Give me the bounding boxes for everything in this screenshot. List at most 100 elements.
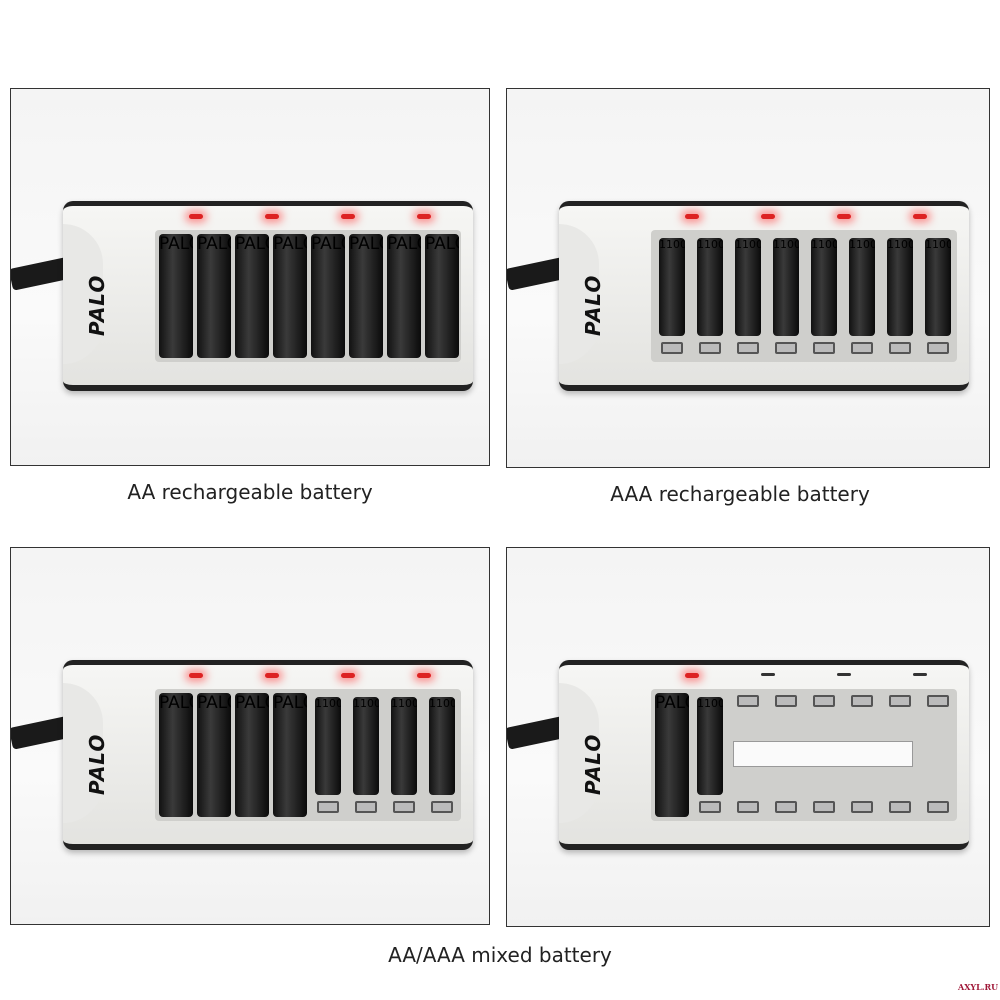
charge-led bbox=[913, 673, 927, 676]
aaa-battery: 1100mAh bbox=[735, 238, 761, 336]
contact bbox=[851, 342, 873, 354]
aa-battery: PALO bbox=[197, 693, 231, 817]
contact bbox=[889, 801, 911, 813]
contact bbox=[737, 695, 759, 707]
battery-charger: PALOPALOPALOPALOPALO1100mAh1100mAh1100mA… bbox=[63, 660, 473, 850]
battery-label: PALO bbox=[235, 693, 269, 713]
charge-led bbox=[837, 673, 851, 676]
contact bbox=[889, 695, 911, 707]
aa-battery: PALO bbox=[655, 693, 689, 817]
aa-battery: PALO bbox=[311, 234, 345, 358]
battery-label: PALO bbox=[159, 234, 193, 254]
aa-battery: PALO bbox=[273, 693, 307, 817]
aaa-battery: 1100mAh bbox=[773, 238, 799, 336]
battery-label: 1100mAh bbox=[429, 697, 455, 710]
panel-single: PALO PALO 1100mAh bbox=[506, 547, 990, 927]
charge-led bbox=[265, 214, 279, 219]
contact bbox=[927, 801, 949, 813]
battery-label: PALO bbox=[349, 234, 383, 254]
battery-label: 1100mAh bbox=[697, 697, 723, 710]
contact bbox=[813, 801, 835, 813]
aa-battery: PALO bbox=[425, 234, 459, 358]
charger-grip bbox=[63, 683, 103, 823]
aa-battery: PALO bbox=[387, 234, 421, 358]
aaa-battery: 1100mAh bbox=[925, 238, 951, 336]
battery-label: PALO bbox=[273, 693, 307, 713]
charge-led bbox=[685, 214, 699, 219]
contact bbox=[889, 342, 911, 354]
charge-led bbox=[189, 214, 203, 219]
battery-label: 1100mAh bbox=[315, 697, 341, 710]
battery-label: PALO bbox=[273, 234, 307, 254]
charge-led bbox=[189, 673, 203, 678]
contact bbox=[661, 342, 683, 354]
battery-label: 1100mAh bbox=[735, 238, 761, 251]
charger-grip bbox=[559, 683, 599, 823]
brand-logo: PALO bbox=[581, 733, 605, 795]
brand-logo: PALO bbox=[85, 733, 109, 795]
charger-grip bbox=[559, 224, 599, 364]
charge-led bbox=[341, 673, 355, 678]
charge-led bbox=[265, 673, 279, 678]
battery-label: PALO bbox=[655, 693, 689, 713]
aa-battery: PALO bbox=[159, 234, 193, 358]
charge-led bbox=[761, 214, 775, 219]
panel-aaa: PALO1100mAh1100mAh1100mAh1100mAh1100mAh1… bbox=[506, 88, 990, 468]
caption-aaa: AAA rechargeable battery bbox=[610, 482, 870, 506]
battery-label: PALO bbox=[197, 693, 231, 713]
contact bbox=[927, 342, 949, 354]
aaa-battery: 1100mAh bbox=[315, 697, 341, 795]
battery-slots: PALOPALOPALOPALOPALOPALOPALOPALO bbox=[155, 230, 461, 362]
contact bbox=[851, 695, 873, 707]
caption-aa: AA rechargeable battery bbox=[127, 480, 373, 504]
battery-label: PALO bbox=[197, 234, 231, 254]
contact bbox=[699, 801, 721, 813]
charger-grip bbox=[63, 224, 103, 364]
contact bbox=[813, 695, 835, 707]
watermark: AXYL.RU bbox=[958, 982, 999, 992]
panel-mixed: PALOPALOPALOPALOPALO1100mAh1100mAh1100mA… bbox=[10, 547, 490, 925]
brand-logo: PALO bbox=[85, 274, 109, 336]
contact bbox=[775, 342, 797, 354]
battery-label: 1100mAh bbox=[811, 238, 837, 251]
contact bbox=[431, 801, 453, 813]
battery-charger: PALOPALOPALOPALOPALOPALOPALOPALOPALO bbox=[63, 201, 473, 391]
battery-label: 1100mAh bbox=[887, 238, 913, 251]
aaa-battery: 1100mAh bbox=[353, 697, 379, 795]
contact bbox=[775, 695, 797, 707]
aaa-battery: 1100mAh bbox=[849, 238, 875, 336]
battery-label: PALO bbox=[159, 693, 193, 713]
battery-slots: 1100mAh 1100mAh 1100mAh 1100mAh 1100mAh 1100m… bbox=[651, 230, 957, 362]
battery-label: PALO bbox=[387, 234, 421, 254]
contact bbox=[699, 342, 721, 354]
charge-led bbox=[341, 214, 355, 219]
aaa-battery: 1100mAh bbox=[659, 238, 685, 336]
battery-label: 1100mAh bbox=[925, 238, 951, 251]
battery-charger: PALO1100mAh1100mAh1100mAh1100mAh1100mAh1… bbox=[559, 201, 969, 391]
contact bbox=[737, 801, 759, 813]
battery-label: PALO bbox=[311, 234, 345, 254]
aa-battery: PALO bbox=[159, 693, 193, 817]
battery-label: 1100mAh bbox=[353, 697, 379, 710]
battery-slots: PALOPALOPALOPALO1100mAh1100mAh1100mAh110… bbox=[155, 689, 461, 821]
battery-label: 1100mAh bbox=[659, 238, 685, 251]
aaa-battery: 1100mAh bbox=[429, 697, 455, 795]
aa-battery: PALO bbox=[235, 234, 269, 358]
panel-aa: PALOPALOPALOPALOPALOPALOPALOPALOPALO bbox=[10, 88, 490, 466]
charge-led bbox=[913, 214, 927, 219]
battery-label: 1100mAh bbox=[391, 697, 417, 710]
battery-charger: PALO PALO 1100mAh bbox=[559, 660, 969, 850]
contact bbox=[355, 801, 377, 813]
contact bbox=[851, 801, 873, 813]
aaa-battery: 1100mAh bbox=[697, 697, 723, 795]
contact bbox=[737, 342, 759, 354]
caption-mixed: AA/AAA mixed battery bbox=[388, 943, 612, 967]
charge-led bbox=[837, 214, 851, 219]
brand-logo: PALO bbox=[581, 274, 605, 336]
aa-battery: PALO bbox=[349, 234, 383, 358]
contact bbox=[775, 801, 797, 813]
contact bbox=[317, 801, 339, 813]
battery-label: 1100mAh bbox=[697, 238, 723, 251]
contact bbox=[393, 801, 415, 813]
charge-led bbox=[417, 673, 431, 678]
